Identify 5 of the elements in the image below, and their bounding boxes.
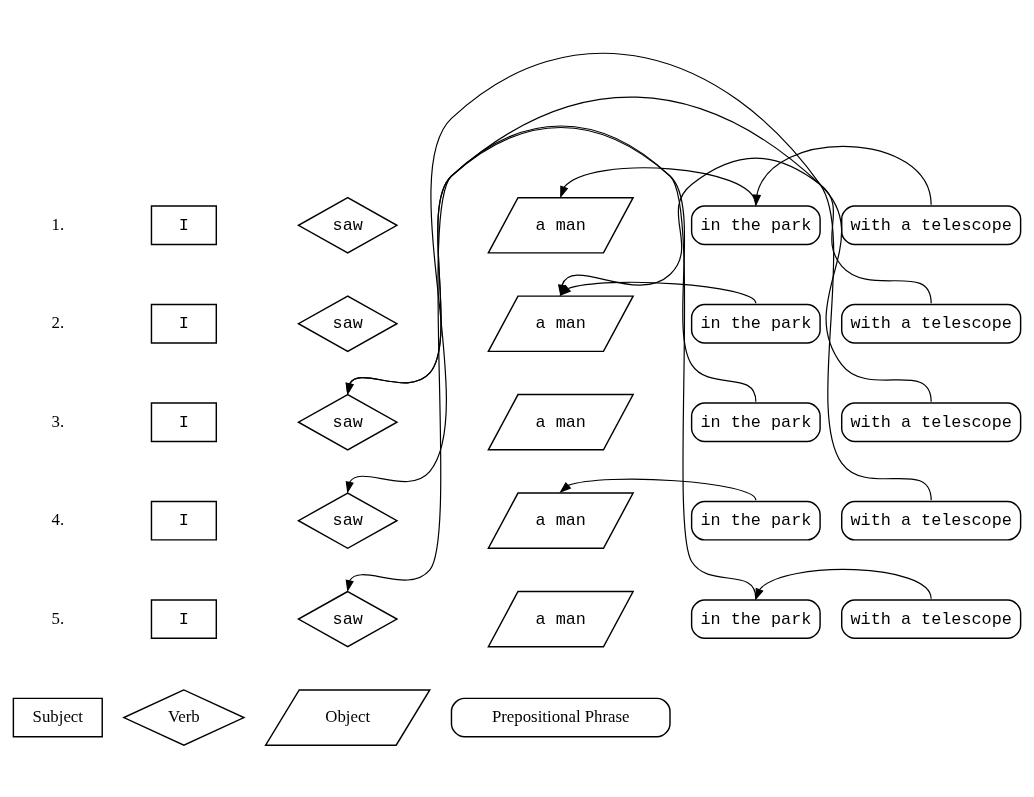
label: 4. bbox=[51, 509, 65, 529]
label: 3. bbox=[51, 411, 65, 431]
label: 1. bbox=[51, 214, 65, 234]
label: 2. bbox=[51, 312, 65, 332]
label: 5. bbox=[51, 608, 65, 628]
